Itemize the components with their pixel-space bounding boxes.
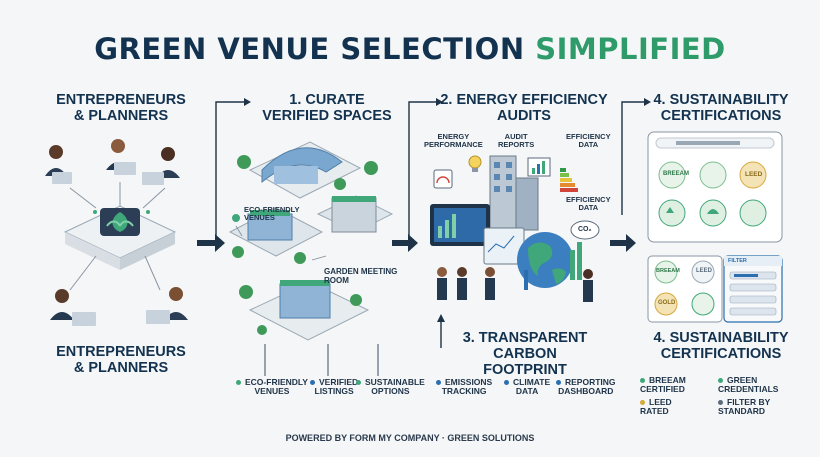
filter-panel-label: FILTER xyxy=(728,258,747,264)
callout-efficiency-data-2: EFFICIENCY DATA xyxy=(566,195,611,213)
planners-top-label: ENTREPRENEURS & PLANNERS xyxy=(56,92,186,125)
step1-title: 1. CURATE VERIFIED SPACES xyxy=(262,92,392,125)
main-arrow-2 xyxy=(392,234,418,252)
flow-arrowhead-2 xyxy=(436,98,443,106)
callout-audit-reports: AUDIT REPORTS xyxy=(498,132,535,150)
bullet-verified-listings: VERIFIED LISTINGS xyxy=(310,377,359,397)
bullet-text: ECO-FRIENDLY VENUES xyxy=(245,377,308,397)
bullet-filter-standard: FILTER BY STANDARD xyxy=(718,397,771,417)
bullet-dot xyxy=(310,380,315,386)
planners-top-illustration xyxy=(45,139,180,185)
flow-line-2 xyxy=(408,101,436,248)
main-arrow-3 xyxy=(610,234,636,252)
venues-illustration xyxy=(228,141,394,341)
audit-illustration xyxy=(430,155,600,302)
flow-arrowhead-4 xyxy=(437,314,445,322)
flow-line-3 xyxy=(621,101,644,215)
bullet-text: GREEN CREDENTIALS xyxy=(718,375,779,395)
bullet-dot xyxy=(556,380,561,386)
bullet-leed-rated: LEED RATED xyxy=(640,397,672,417)
bullet-dot xyxy=(718,378,723,384)
bullet-text: SUSTAINABLE OPTIONS xyxy=(365,377,425,397)
title-accent: SIMPLIFIED xyxy=(535,32,726,66)
badge-breeam-label: BREEAM xyxy=(663,171,690,177)
bullet-dot xyxy=(504,380,509,386)
flow-arrowhead-1 xyxy=(244,98,251,106)
badge-gold-label: GOLD xyxy=(658,300,676,306)
badge-breeam-label-2: BREEAM xyxy=(656,268,680,274)
bar-chart-icon xyxy=(527,157,551,177)
bullet-text: CLIMATE DATA xyxy=(513,377,551,397)
callout-eco-venues: ECO-FRIENDLY VENUES xyxy=(244,205,300,223)
step2-title: 2. ENERGY EFFICIENCY AUDITS xyxy=(440,92,608,125)
flow-line-1 xyxy=(215,101,244,248)
certifications-bottom-illustration xyxy=(647,255,783,323)
audit-people xyxy=(437,267,593,302)
step4-bottom-title: 4. SUSTAINABILITY CERTIFICATIONS xyxy=(653,330,789,363)
bullet-climate-data: CLIMATE DATA xyxy=(504,377,551,397)
planners-bottom-illustration xyxy=(50,287,188,326)
bullet-emissions-tracking: EMISSIONS TRACKING xyxy=(436,377,493,397)
planner-person-4 xyxy=(50,289,96,326)
energy-rating-icon xyxy=(560,168,578,192)
co2-badge: CO₂ xyxy=(578,226,592,233)
bullet-text: BREEAM CERTIFIED xyxy=(640,375,686,395)
bullet-breeam-certified: BREEAM CERTIFIED xyxy=(640,375,686,395)
bullet-text: FILTER BY STANDARD xyxy=(718,397,771,417)
footer-credit: POWERED BY FORM MY COMPANY · GREEN SOLUT… xyxy=(285,433,535,443)
bullet-sustainable-options: SUSTAINABLE OPTIONS xyxy=(356,377,425,397)
bullet-dot xyxy=(436,380,441,386)
bullet-dot xyxy=(640,378,645,384)
bullet-text: LEED RATED xyxy=(640,397,672,417)
flow-arrows xyxy=(215,101,644,348)
bullet-dot xyxy=(640,400,645,406)
callout-efficiency-data: EFFICIENCY DATA xyxy=(566,132,611,150)
badge-leed-label: LEED xyxy=(745,171,763,178)
bullet-dot xyxy=(718,400,723,406)
step4-top-title: 4. SUSTAINABILITY CERTIFICATIONS xyxy=(653,92,789,125)
bullet-dot xyxy=(236,380,241,386)
planner-person-1 xyxy=(45,145,72,184)
badge-leed-label-2: LEED xyxy=(696,268,713,274)
planner-person-5 xyxy=(146,287,188,324)
central-platform-illustration xyxy=(63,182,177,291)
title-main: GREEN VENUE SELECTION xyxy=(94,32,525,66)
planners-bottom-label: ENTREPRENEURS & PLANNERS xyxy=(56,344,186,377)
gauge-icon xyxy=(433,169,453,189)
bullet-reporting-dashboard: REPORTING DASHBOARD xyxy=(556,377,616,397)
bullet-text: VERIFIED LISTINGS xyxy=(314,377,359,397)
bullet-eco-venues: ECO-FRIENDLY VENUES xyxy=(236,377,308,397)
flow-arrowhead-3 xyxy=(644,98,651,106)
badge-row-1 xyxy=(658,161,767,189)
bullet-text: REPORTING DASHBOARD xyxy=(558,377,616,397)
certifications-top-illustration xyxy=(647,131,783,243)
callout-energy-performance: ENERGY PERFORMANCE xyxy=(424,132,483,150)
page-title: GREEN VENUE SELECTION SIMPLIFIED xyxy=(0,32,820,66)
main-arrow-1 xyxy=(197,234,225,252)
bullet-guide-lines xyxy=(264,344,379,376)
badge-row-3 xyxy=(654,260,715,316)
bulb-icon xyxy=(468,155,482,172)
main-arrows xyxy=(197,234,636,252)
callout-garden-room: GARDEN MEETING ROOM xyxy=(324,267,398,285)
bullet-text: EMISSIONS TRACKING xyxy=(441,377,493,397)
step3-title: 3. TRANSPARENT CARBON FOOTPRINT xyxy=(462,330,588,379)
planner-person-3 xyxy=(142,147,180,185)
bullet-dot xyxy=(356,380,361,386)
planner-person-2 xyxy=(106,139,136,175)
bullet-green-credentials: GREEN CREDENTIALS xyxy=(718,375,779,395)
